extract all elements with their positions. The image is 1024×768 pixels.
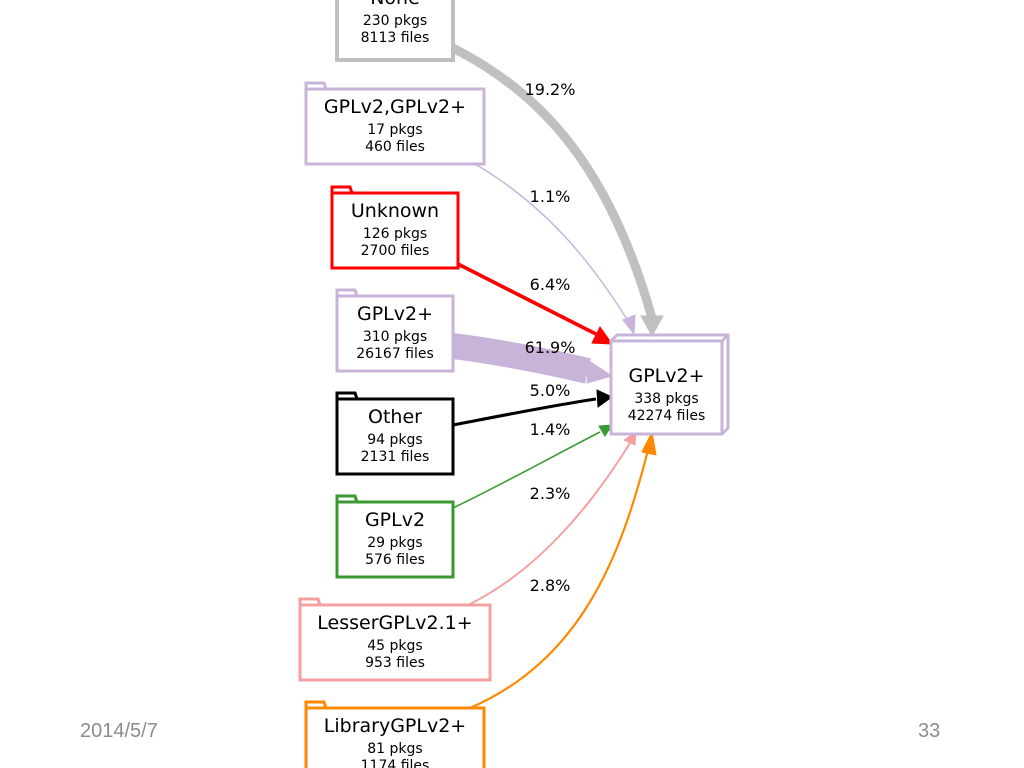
slide-date: 2014/5/7 bbox=[80, 720, 158, 742]
flow-arrowhead-gplv2_gplv2plus bbox=[622, 314, 636, 336]
node-tab bbox=[335, 288, 359, 298]
node-files: 2131 files bbox=[361, 449, 430, 465]
node-files: 1174 files bbox=[361, 758, 430, 768]
node-files: 8113 files bbox=[361, 30, 430, 46]
flow-edges bbox=[450, 43, 664, 709]
flow-edge-gplv2 bbox=[452, 431, 601, 509]
flow-edge-gplv2plus bbox=[451, 333, 591, 384]
node-box bbox=[298, 603, 492, 682]
flow-edge-none bbox=[450, 43, 657, 320]
target-node-box bbox=[609, 339, 724, 436]
node-pkgs: 126 pkgs bbox=[363, 226, 427, 242]
node-tab bbox=[335, 494, 359, 504]
flow-edge-unknown bbox=[457, 262, 597, 336]
node-name: GPLv2,GPLv2+ bbox=[324, 96, 466, 118]
node-name: Other bbox=[368, 406, 422, 428]
node-tab bbox=[304, 700, 328, 710]
node-files: 460 files bbox=[365, 139, 425, 155]
node-pkgs: 94 pkgs bbox=[367, 432, 422, 448]
flow-percent-gplv2_gplv2plus: 1.1% bbox=[530, 187, 571, 206]
flow-arrowhead-librarygplv2plus bbox=[641, 430, 657, 456]
node-files: 953 files bbox=[365, 655, 425, 671]
node-box bbox=[330, 191, 460, 270]
flow-arrowhead-gplv2plus bbox=[586, 360, 614, 384]
node-box bbox=[304, 87, 486, 166]
node-files: 576 files bbox=[365, 552, 425, 568]
flow-percent-none: 19.2% bbox=[525, 80, 576, 99]
target-node-name: GPLv2+ bbox=[628, 365, 704, 387]
flow-percent-librarygplv2plus: 2.8% bbox=[530, 576, 571, 595]
node-name: None bbox=[370, 0, 420, 9]
node-name: Unknown bbox=[351, 200, 439, 222]
node-pkgs: 45 pkgs bbox=[367, 638, 422, 654]
flow-edge-other bbox=[452, 397, 597, 427]
node-pkgs: 310 pkgs bbox=[363, 329, 427, 345]
flow-edge-lessergplv21plus bbox=[467, 442, 631, 606]
target-node-pkgs: 338 pkgs bbox=[634, 391, 698, 407]
flow-edge-gplv2_gplv2plus bbox=[474, 163, 629, 322]
node-name: LesserGPLv2.1+ bbox=[317, 612, 472, 634]
node-pkgs: 17 pkgs bbox=[367, 122, 422, 138]
flow-edge-librarygplv2plus bbox=[469, 449, 650, 709]
flow-percent-labels: 19.2% 1.1% 6.4% 61.9% 5.0% 1.4% 2.3% 2.8% bbox=[525, 80, 576, 595]
node-tab bbox=[304, 81, 328, 91]
flow-percent-other: 5.0% bbox=[530, 381, 571, 400]
node-name: GPLv2+ bbox=[357, 303, 433, 325]
node-box bbox=[304, 706, 486, 768]
node-name: GPLv2 bbox=[365, 509, 425, 531]
node-tab bbox=[330, 185, 354, 195]
node-box bbox=[335, 500, 455, 579]
node-tab bbox=[335, 391, 359, 401]
node-pkgs: 81 pkgs bbox=[367, 741, 422, 757]
slide-page-number: 33 bbox=[918, 720, 941, 742]
flow-percent-unknown: 6.4% bbox=[530, 275, 571, 294]
flow-arrowhead-none bbox=[640, 315, 664, 338]
node-box bbox=[335, 0, 455, 62]
flow-arrowhead-other bbox=[596, 389, 613, 408]
target-node-files: 42274 files bbox=[628, 408, 706, 424]
flow-arrowhead-unknown bbox=[591, 326, 614, 345]
node-pkgs: 29 pkgs bbox=[367, 535, 422, 551]
node-pkgs: 230 pkgs bbox=[363, 13, 427, 29]
flow-percent-lessergplv21plus: 2.3% bbox=[530, 484, 571, 503]
node-box bbox=[335, 397, 455, 476]
node-files: 26167 files bbox=[356, 346, 434, 362]
flow-arrowhead-gplv2 bbox=[598, 424, 613, 437]
flow-percent-gplv2plus: 61.9% bbox=[525, 338, 576, 357]
node-name: LibraryGPLv2+ bbox=[324, 715, 466, 737]
flow-percent-gplv2: 1.4% bbox=[530, 420, 571, 439]
node-tab bbox=[298, 597, 322, 607]
node-files: 2700 files bbox=[361, 243, 430, 259]
node-box bbox=[335, 294, 455, 373]
